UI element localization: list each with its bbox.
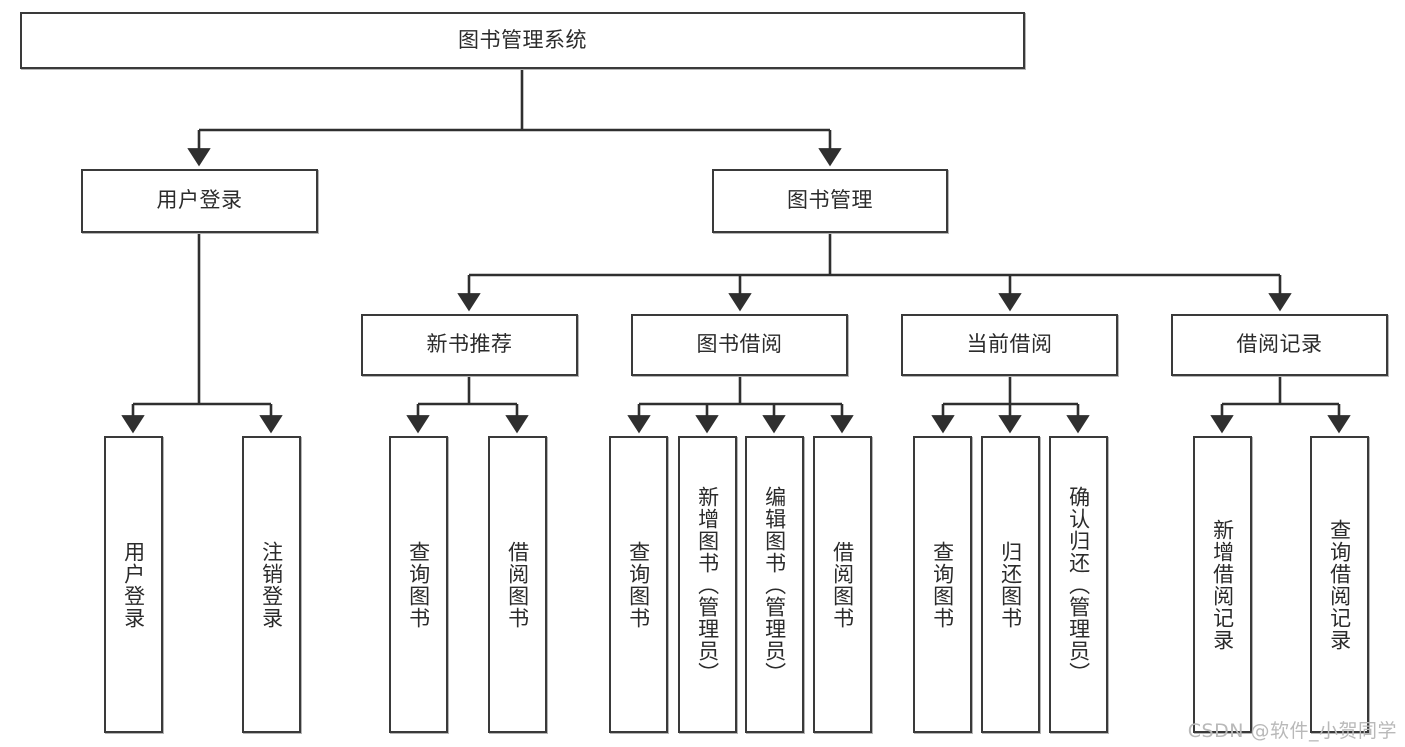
node-root-book-management-system[interactable]: 图书管理系统 (20, 12, 1025, 69)
node-label: 归还图书 (998, 540, 1023, 629)
node-label: 查询图书 (626, 540, 651, 629)
node-leaf-edit-book-admin[interactable]: 编辑图书（管理员） (745, 436, 804, 733)
node-leaf-confirm-return-admin[interactable]: 确认归还（管理员） (1049, 436, 1108, 733)
node-label: 图书借阅 (696, 332, 783, 357)
node-label: 用户登录 (156, 188, 243, 213)
node-label: 查询图书 (406, 540, 431, 629)
node-leaf-user-login[interactable]: 用户登录 (104, 436, 163, 733)
node-book-management[interactable]: 图书管理 (712, 169, 948, 233)
node-leaf-borrow-book-recommend[interactable]: 借阅图书 (488, 436, 547, 733)
node-label: 当前借阅 (966, 332, 1053, 357)
node-leaf-return-book[interactable]: 归还图书 (981, 436, 1040, 733)
node-new-book-recommend[interactable]: 新书推荐 (361, 314, 578, 376)
node-label: 新书推荐 (426, 332, 513, 357)
node-leaf-add-borrow-record[interactable]: 新增借阅记录 (1193, 436, 1252, 733)
node-leaf-add-book-admin[interactable]: 新增图书（管理员） (678, 436, 737, 733)
node-leaf-query-book-recommend[interactable]: 查询图书 (389, 436, 448, 733)
node-label: 借阅图书 (830, 540, 855, 629)
node-label: 新增借阅记录 (1210, 518, 1235, 651)
node-leaf-logout[interactable]: 注销登录 (242, 436, 301, 733)
node-current-borrow[interactable]: 当前借阅 (901, 314, 1118, 376)
node-label: 新增图书（管理员） (695, 485, 720, 684)
node-label: 查询图书 (930, 540, 955, 629)
node-label: 编辑图书（管理员） (762, 485, 787, 684)
node-leaf-query-borrow-record[interactable]: 查询借阅记录 (1310, 436, 1369, 733)
node-leaf-query-book-current[interactable]: 查询图书 (913, 436, 972, 733)
node-label: 注销登录 (259, 540, 284, 629)
node-borrow-records[interactable]: 借阅记录 (1171, 314, 1388, 376)
node-label: 查询借阅记录 (1327, 518, 1352, 651)
node-leaf-query-book-borrow[interactable]: 查询图书 (609, 436, 668, 733)
node-label: 借阅记录 (1236, 332, 1323, 357)
node-label: 图书管理 (787, 188, 873, 213)
node-label: 借阅图书 (505, 540, 530, 629)
node-leaf-borrow-book[interactable]: 借阅图书 (813, 436, 872, 733)
watermark-text: CSDN @软件_小贺同学 (1187, 720, 1397, 742)
node-label: 图书管理系统 (458, 27, 587, 52)
node-label: 用户登录 (121, 540, 146, 629)
node-book-borrow[interactable]: 图书借阅 (631, 314, 848, 376)
node-user-login[interactable]: 用户登录 (81, 169, 318, 233)
node-label: 确认归还（管理员） (1066, 485, 1091, 684)
